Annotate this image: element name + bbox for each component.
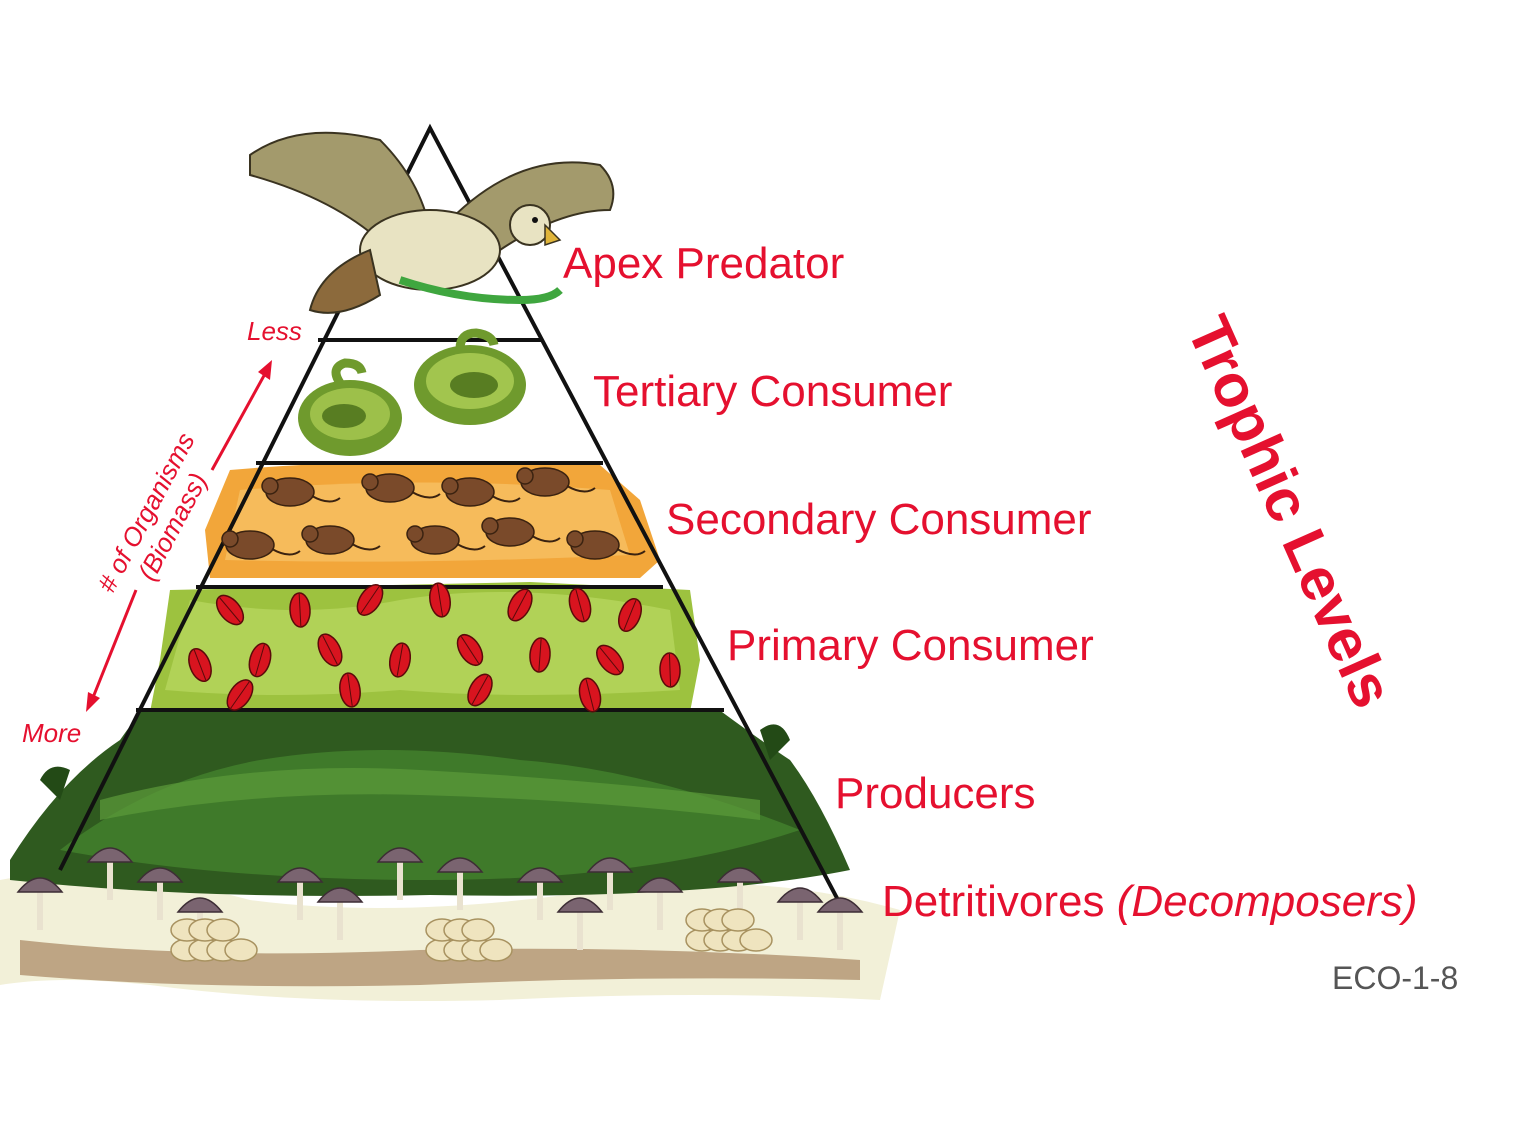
grass-icon [10,712,850,896]
mushroom-group [16,847,864,962]
mushroom-icon [86,847,134,900]
mouse-icon [261,477,341,507]
snake-icon [298,328,526,456]
mushroom-icon [816,897,864,950]
beetle-icon [429,582,451,618]
label-secondary-consumer: Secondary Consumer [666,498,1092,542]
beetle-icon [289,592,311,628]
arrow-down [90,589,138,701]
beetle-icon [317,633,343,667]
tertiary-consumer-text: Tertiary Consumer [593,367,953,416]
beetle-icon [356,584,384,616]
mushroom-cluster-icon [170,918,258,962]
beetle-group [188,582,681,713]
mouse-icon [441,477,521,507]
mushroom-icon [436,857,484,910]
label-producers: Producers [835,772,1036,816]
beetle-icon [226,679,254,711]
beetle-icon [188,647,212,683]
label-more: More [22,718,82,748]
beetle-icon [215,594,245,626]
axis-arrows [86,360,272,712]
label-primary-consumer: Primary Consumer [727,624,1094,668]
mouse-icon [481,517,561,547]
mushroom-icon [636,877,684,930]
beetle-icon [529,637,551,673]
beetle-icon [568,587,592,623]
label-apex-predator: Apex Predator [563,242,844,286]
mushroom-icon [776,887,824,940]
beetle-icon [596,644,624,676]
mouse-icon [406,525,486,555]
arrow-up-head [258,360,272,380]
mushroom-icon [716,867,764,920]
beetle-icon [659,652,681,688]
mouse-icon [361,473,441,503]
mouse-icon [301,525,381,555]
detritivores-text: Detritivores [882,877,1105,926]
beetle-icon [339,672,361,708]
secondary-consumer-text: Secondary Consumer [666,495,1092,544]
primary-consumer-text: Primary Consumer [727,621,1094,670]
beetle-icon [456,633,484,667]
mushroom-icon [556,897,604,950]
label-less: Less [247,316,302,346]
beetle-icon [507,588,533,622]
arrow-down-head [86,692,100,712]
mushroom-icon [376,847,424,900]
mouse-icon [221,530,301,560]
decomposers-text: (Decomposers) [1116,877,1418,926]
figure-code: ECO-1-8 [1332,960,1459,996]
mushroom-cluster-icon [685,908,773,952]
apex-predator-text: Apex Predator [563,239,845,288]
hawk-icon [249,131,615,314]
pyramid-outline [58,123,840,901]
label-detritivores: Detritivores (Decomposers) [882,880,1417,924]
mushroom-icon [316,887,364,940]
beetle-icon [618,598,642,632]
beetle-icon [248,642,272,678]
mushroom-icon [276,867,324,920]
mushroom-icon [136,867,184,920]
beetle-icon [578,677,602,713]
mouse-icon [566,530,646,560]
label-tertiary-consumer: Tertiary Consumer [593,370,952,414]
beetle-icon [467,673,493,707]
beetle-icon [388,642,412,678]
mushroom-icon [586,857,634,910]
mushroom-icon [16,877,64,930]
arrow-up [210,371,268,471]
producers-text: Producers [835,769,1036,818]
mouse-icon [516,467,596,497]
mushroom-icon [516,867,564,920]
mushroom-cluster-icon [425,918,513,962]
mouse-group [221,467,646,560]
